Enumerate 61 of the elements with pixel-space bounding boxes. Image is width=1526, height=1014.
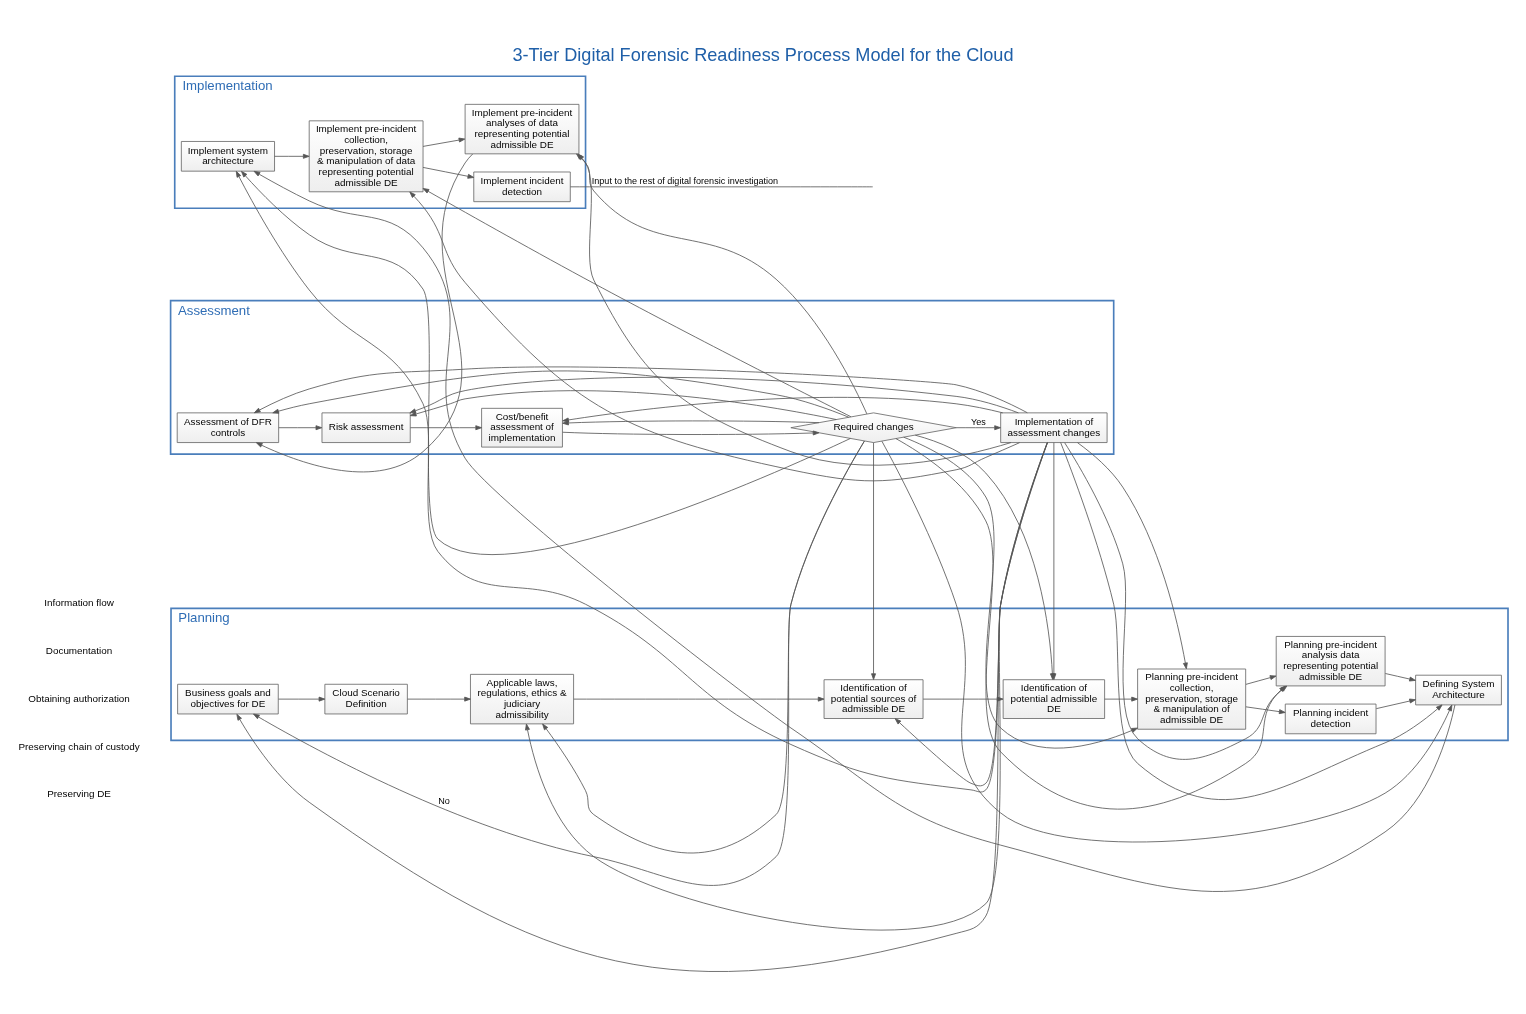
label: Preserving chain of custody <box>18 740 140 752</box>
node-box: Defining System Architecture <box>1415 674 1502 705</box>
arrow <box>573 696 825 702</box>
diagram-title: 3-Tier Digital Forensic Readiness Process Model for the Cloud <box>512 44 1014 65</box>
node-box: Business goals and objectives for DE <box>177 683 279 714</box>
arrow <box>871 441 876 680</box>
arrow <box>881 440 1453 842</box>
edge-label: Yes <box>971 416 986 427</box>
node-box: Implement system architecture <box>180 140 275 172</box>
edge-label: No <box>438 795 450 806</box>
arrow <box>236 441 1048 972</box>
arrow <box>409 389 837 420</box>
node-box: Cloud Scenario Definition <box>324 683 408 714</box>
arrow <box>422 187 852 417</box>
arrow <box>272 370 850 418</box>
arrow <box>903 436 1138 748</box>
node-box: Implementation of assessment changes <box>1000 411 1108 443</box>
arrow <box>955 424 1001 430</box>
arrow <box>1245 705 1286 714</box>
arrow <box>422 166 475 179</box>
node-box: Risk assessment <box>321 411 411 443</box>
arrow <box>1384 672 1416 681</box>
arrow <box>1104 696 1138 702</box>
arrow <box>278 424 323 430</box>
arrow <box>409 376 1019 413</box>
label: Documentation <box>45 644 113 656</box>
node-box: Implement pre-incident collection, preservation, storage & manipulation of data representing potential admissible DE <box>308 119 424 192</box>
arrow <box>255 153 474 472</box>
arrow <box>562 396 1004 422</box>
arrow <box>1077 441 1188 669</box>
arrow <box>278 696 326 702</box>
node-box: Identification of potential sources of admissible DE <box>823 678 924 719</box>
node-box: Planning incident detection <box>1284 703 1377 734</box>
arrow <box>407 696 471 702</box>
node-box: Planning pre-incident collection, preservation, storage & manipulation of admissible DE <box>1137 668 1247 730</box>
node-box: Assessment of DFR controls <box>176 411 280 443</box>
arrow <box>409 424 482 430</box>
node-box: Identification of potential admissible DE <box>1002 678 1106 719</box>
arrow <box>253 440 865 886</box>
connector <box>570 185 874 187</box>
label: Preserving DE <box>47 787 111 799</box>
node-box: Cost/benefit assessment of implementation <box>481 407 563 447</box>
node-box: Applicable laws, regulations, ethics & judiciary admissibility <box>470 673 574 724</box>
arrow <box>1245 674 1277 685</box>
node-box: Implement incident detection <box>473 171 571 202</box>
node-box: Implement pre-incident analyses of data representing potential admissible DE <box>464 103 580 154</box>
node-diamond: Required changes <box>790 411 957 443</box>
arrow <box>562 430 820 435</box>
edge-label: Input to the rest of digital forensic investigation <box>591 175 779 186</box>
node-box: Planning pre-incident analysis data representing potential admissible DE <box>1275 635 1386 686</box>
arrow <box>542 440 865 853</box>
arrow <box>1375 698 1416 709</box>
label: Information flow <box>44 596 114 608</box>
arrow <box>274 153 310 159</box>
arrow <box>409 191 1020 481</box>
arrow <box>422 137 466 147</box>
label: Obtaining authorization <box>28 692 130 704</box>
arrow <box>253 366 1028 413</box>
arrow <box>1060 441 1443 800</box>
arrow <box>525 441 1048 930</box>
arrow <box>562 420 820 425</box>
